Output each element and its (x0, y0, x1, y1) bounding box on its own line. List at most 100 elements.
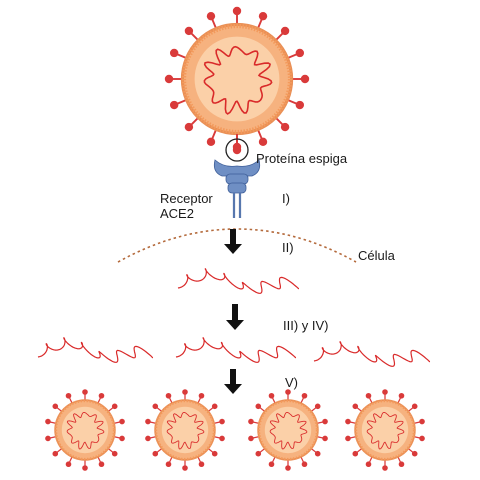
receptor-top (213, 159, 261, 177)
spike-head (211, 450, 218, 457)
spike-head (82, 465, 88, 471)
receptor-label-line1: Receptor (160, 191, 213, 206)
receptor-lower (227, 182, 247, 194)
spike-head (98, 461, 105, 468)
spike-head (295, 100, 305, 110)
spike-head (268, 461, 275, 468)
spike-head (206, 11, 216, 21)
spike-head (345, 418, 351, 425)
spike-head (322, 435, 328, 442)
spike-head (255, 403, 262, 410)
rna-strand (177, 268, 300, 294)
spike-head (268, 392, 275, 399)
virus-rna (203, 45, 273, 115)
spike-head (219, 435, 225, 442)
ace2-receptor-icon (213, 159, 261, 218)
spike-head (169, 100, 179, 110)
spike-head (184, 26, 194, 36)
spike-head (301, 461, 308, 468)
spike-head (280, 26, 290, 36)
spike-head (365, 392, 372, 399)
arrow-head (224, 384, 242, 394)
spike-head (255, 450, 262, 457)
spike-head (352, 403, 359, 410)
step-1-label: I) (282, 191, 290, 206)
virus-core (61, 406, 109, 454)
spike-head (419, 435, 425, 442)
spike-head (65, 461, 72, 468)
spike-head (258, 137, 268, 147)
process-arrows (224, 229, 244, 394)
spike-head (169, 48, 179, 58)
spike-head (398, 461, 405, 468)
arrow-head (226, 320, 244, 330)
spike-head (65, 392, 72, 399)
step-2-label: II) (282, 240, 294, 255)
spike-head (248, 418, 254, 425)
spike-head (119, 435, 125, 442)
spike-head (45, 435, 51, 442)
spike-head (398, 392, 405, 399)
spike-protein-label: Proteína espiga (256, 151, 348, 166)
new-virions (45, 389, 425, 471)
spike-head (285, 389, 291, 395)
spike-head (119, 418, 125, 425)
spike-head (198, 392, 205, 399)
arrow-head (224, 244, 242, 254)
spike-head (300, 74, 310, 84)
spike-head (164, 74, 174, 84)
spike-head (322, 418, 328, 425)
spike-head (182, 389, 188, 395)
arrow-shaft (230, 229, 236, 245)
spike-head (382, 389, 388, 395)
virus-core (361, 406, 409, 454)
spike-head (152, 450, 159, 457)
rna-strand (37, 337, 154, 363)
spike-head (280, 122, 290, 132)
spike-head (301, 392, 308, 399)
spike-head (182, 465, 188, 471)
spike-head (206, 137, 216, 147)
rna-strand (175, 337, 297, 363)
virus-rna (166, 411, 205, 450)
spike-head (165, 461, 172, 468)
spike-head (45, 418, 51, 425)
spike-head (295, 48, 305, 58)
spike-head (382, 465, 388, 471)
spike-head (152, 403, 159, 410)
virus-rna (366, 411, 405, 450)
spike-head (82, 389, 88, 395)
spike-head (145, 435, 151, 442)
spike-head (314, 403, 321, 410)
step-3-4-label: III) y IV) (283, 318, 329, 333)
bound-spike-head (232, 145, 242, 155)
spike-head (198, 461, 205, 468)
spike-head (111, 403, 118, 410)
spike-head (285, 465, 291, 471)
spike-head (411, 403, 418, 410)
viral-rna-strands (37, 268, 431, 367)
virus-core (264, 406, 312, 454)
spike-head (352, 450, 359, 457)
spike-head (219, 418, 225, 425)
spike-head (345, 435, 351, 442)
spike-head (411, 450, 418, 457)
virus-rna (269, 411, 308, 450)
virus-core (161, 406, 209, 454)
rna-strand (313, 341, 431, 367)
spike-head (232, 6, 242, 16)
virus-rna (66, 411, 105, 450)
spike-head (145, 418, 151, 425)
receptor-label-line2: ACE2 (160, 206, 194, 221)
cell-label: Célula (358, 248, 395, 263)
virus-particle (164, 6, 310, 155)
spike-highlight-circle (225, 138, 249, 162)
spike-head (52, 403, 59, 410)
cell-membrane (117, 228, 357, 263)
spike-head (52, 450, 59, 457)
spike-head (365, 461, 372, 468)
spike-head (211, 403, 218, 410)
spike-head (111, 450, 118, 457)
step-5-label: V) (285, 375, 298, 390)
